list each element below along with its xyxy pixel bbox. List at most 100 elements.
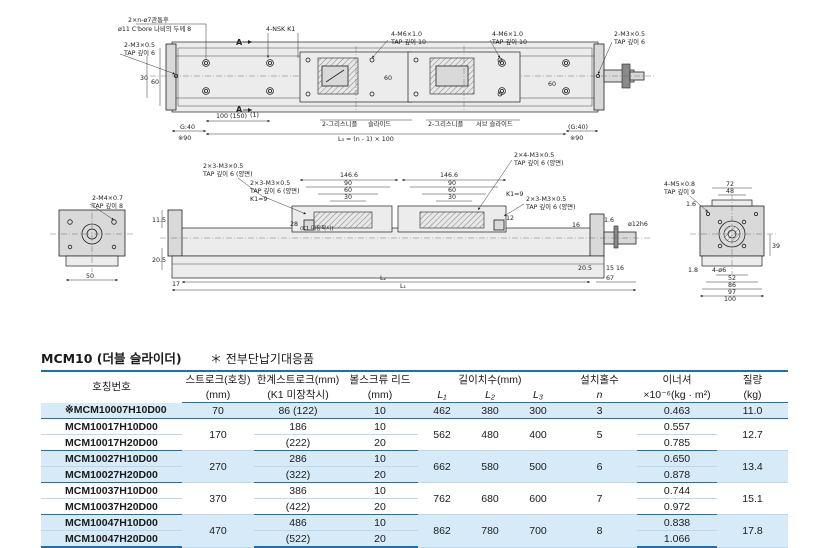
cell-lead: 20	[342, 530, 418, 548]
callout-d-2: TAP 깊이 6 (양면)	[525, 202, 576, 211]
table-row: MCM10017H20D00 (222) 20 0.785	[41, 434, 788, 451]
table-row: MCM10037H10D00 370 386 10 762 680 600 7 …	[41, 482, 788, 515]
cell-model: MCM10047H10D00	[41, 514, 182, 531]
cell-mass: 12.7	[717, 418, 788, 451]
end-left-dim-50: 50	[86, 273, 94, 280]
callout-m6-a-1: 4-M6×1.0	[391, 31, 422, 38]
dim-90b: 90	[448, 180, 456, 187]
end-right-dim-52: 52	[728, 275, 736, 282]
dim-30a: 30	[344, 194, 352, 201]
dim-l1: L₁	[400, 283, 407, 290]
dim-30: 30	[140, 75, 148, 82]
cell-inertia: 0.878	[637, 466, 717, 483]
callout-tap-left-2: TAP 깊이 6	[123, 48, 155, 57]
cell-lead: 10	[342, 402, 418, 419]
callout-holes-1: 2×n-ø7관통후	[128, 15, 169, 24]
table-row: MCM10027H10D00 270 286 10 662 580 500 6 …	[41, 450, 788, 483]
end-right-dim-86: 86	[728, 282, 736, 289]
cell-inertia: 0.838	[637, 514, 717, 531]
end-left-callout-1: 2-M4×0.7	[92, 195, 123, 202]
cell-lead: 10	[342, 418, 418, 435]
table-row: MCM10037H20D00 (422) 20 0.972	[41, 498, 788, 515]
cell-l1: 862	[418, 514, 466, 548]
label-grease-right: 2-그리스니플	[428, 119, 463, 128]
cell-inertia: 0.650	[637, 450, 717, 467]
cell-l2: 480	[466, 418, 514, 451]
cell-lead: 20	[342, 434, 418, 451]
cell-n: 7	[562, 482, 637, 515]
header-stroke-unit: (mm)	[182, 387, 254, 403]
cell-l3: 600	[514, 482, 562, 515]
cell-l2: 780	[466, 514, 514, 548]
cell-n: 3	[562, 402, 637, 419]
table-row: MCM10047H10D00 470 486 10 862 780 700 8 …	[41, 514, 788, 548]
end-right-callout-2: TAP 깊이 9	[663, 187, 695, 196]
technical-drawing: 2×n-ø7관통후 ø11 C'bore 나비의 두께 8 2-M3×0.5 T…	[50, 15, 780, 303]
end-right-dim-100: 100	[724, 296, 736, 303]
dim-60b: 60	[384, 75, 392, 82]
cell-stroke: 370	[182, 482, 254, 515]
header-l1: L₁	[418, 387, 466, 403]
cell-l2: 680	[466, 482, 514, 515]
header-lead: 볼스크류 리드	[342, 370, 418, 387]
header-stroke: 스트로크(호칭)	[182, 370, 254, 387]
dim-60b: 60	[448, 187, 456, 194]
dim-17: 17	[172, 281, 180, 288]
cell-n: 6	[562, 450, 637, 483]
callout-b-2: TAP 깊이 6 (양면)	[249, 186, 300, 195]
cell-stroke: 70	[182, 402, 254, 419]
dim-l2: L₂	[380, 275, 387, 282]
cell-model: MCM10037H10D00	[41, 482, 182, 499]
end-view-left: 2-M4×0.7 TAP 깊이 8 50	[50, 195, 134, 282]
cell-inertia: 0.744	[637, 482, 717, 499]
table-row: MCM10017H10D00 170 186 10 562 480 400 5 …	[41, 418, 788, 451]
dim-67: 67	[606, 275, 614, 282]
top-view: 2×n-ø7관통후 ø11 C'bore 나비의 두께 8 2-M3×0.5 T…	[118, 15, 655, 143]
cell-l1: 762	[418, 482, 466, 515]
header-inertia: 이너셔	[637, 370, 717, 387]
cell-inertia: 1.066	[637, 530, 717, 548]
cell-limit: 286	[254, 450, 342, 467]
header-mounts-sub: n	[562, 387, 637, 403]
callout-a-2: TAP 깊이 6 (양면)	[202, 169, 253, 178]
cell-mass: 15.1	[717, 482, 788, 515]
cell-stroke: 270	[182, 450, 254, 483]
label-slider: 슬라이드	[368, 119, 391, 128]
header-l2: L₂	[466, 387, 514, 403]
cell-inertia: 0.557	[637, 418, 717, 435]
dim-90-right: ※90	[570, 135, 583, 142]
cell-limit: (522)	[254, 530, 342, 548]
cell-limit: (422)	[254, 498, 342, 515]
end-right-dim-48: 48	[726, 188, 734, 195]
cell-lead: 10	[342, 514, 418, 531]
dim-30b: 30	[448, 194, 456, 201]
dim-20-5: 20.5	[152, 257, 166, 264]
cell-lead: 20	[342, 498, 418, 515]
callout-c-2: TAP 깊이 6 (양면)	[513, 158, 564, 167]
cell-stroke: 170	[182, 418, 254, 451]
header-mass-unit: (kg)	[717, 387, 788, 403]
dim-28: 28	[290, 221, 298, 228]
dim-g-right: (G:40)	[568, 124, 588, 131]
header-l3: L₃	[514, 387, 562, 403]
dim-11-5: 11.5	[152, 217, 166, 224]
dim-g-left: G:40	[180, 124, 195, 131]
dim-ls: L₃ = (n - 1) × 100	[338, 136, 394, 143]
dim-pitch: 100 (150)	[216, 113, 247, 120]
dim-60a: 60	[344, 187, 352, 194]
cell-mass: 17.8	[717, 514, 788, 548]
cell-mass: 11.0	[717, 402, 788, 419]
header-model: 호칭번호	[41, 370, 182, 403]
availability-note: ＊ 전부단납기대응품	[209, 352, 315, 366]
dim-1-6: 1.6	[604, 217, 614, 224]
dim-146-right: 146.6	[440, 172, 458, 179]
cell-l3: 400	[514, 418, 562, 451]
series-title: MCM10 (더블 슬라이더)	[41, 351, 182, 366]
cell-l2: 380	[466, 402, 514, 419]
cell-model: MCM10017H20D00	[41, 434, 182, 451]
dim-d12: ø12h6	[628, 221, 648, 228]
dim-16: 16	[572, 222, 580, 229]
cell-limit: (322)	[254, 466, 342, 483]
callout-m6-a-2: TAP 깊이 10	[390, 37, 426, 46]
cell-limit: 386	[254, 482, 342, 499]
